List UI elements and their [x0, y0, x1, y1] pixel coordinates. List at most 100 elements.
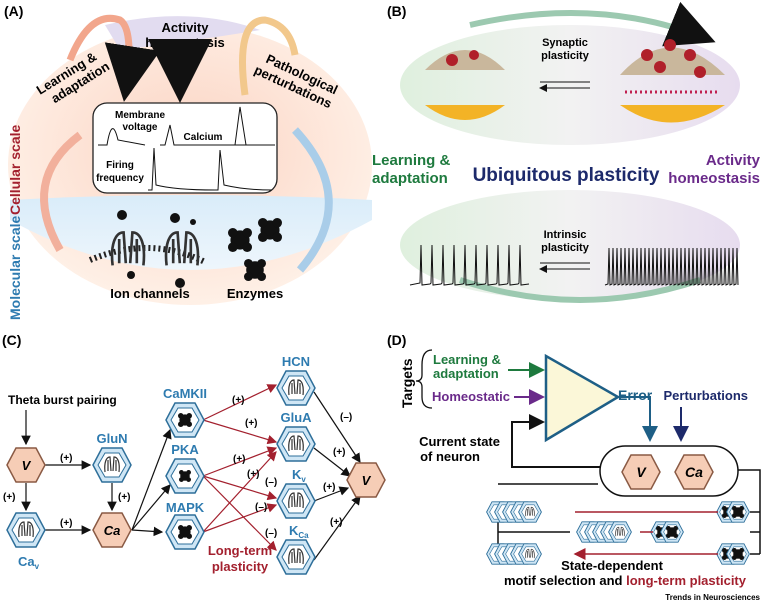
intrinsic-equilibrium-arrows	[540, 263, 590, 269]
svg-text:(–): (–)	[255, 502, 267, 513]
theta-burst-label: Theta burst pairing	[8, 393, 117, 407]
synapse-large	[620, 39, 725, 123]
node-ca: Ca	[92, 512, 132, 548]
error-label: Error	[618, 387, 653, 403]
node-glun: GluN	[92, 431, 132, 483]
panel-label-a: (A)	[4, 3, 23, 19]
activity-box	[92, 102, 278, 194]
homeostasis-cloud	[105, 16, 260, 50]
caption-line2: motif selection and long-term plasticity	[504, 573, 747, 588]
node-kca: KCa	[276, 523, 316, 575]
svg-text:V: V	[362, 473, 372, 488]
kv-label: Kv	[292, 467, 306, 484]
svg-text:(+): (+)	[3, 492, 16, 503]
svg-text:(+): (+)	[247, 469, 260, 480]
black-edges	[21, 391, 361, 561]
error-arrow	[618, 396, 658, 442]
svg-text:GluA: GluA	[280, 410, 312, 425]
svg-text:(+): (+)	[233, 454, 246, 465]
bottom-cycle-arrow	[459, 277, 701, 303]
pathological-arrow	[239, 16, 299, 96]
targets-brace	[415, 349, 433, 409]
svg-text:(+): (+)	[60, 453, 73, 464]
svg-text:(–): (–)	[265, 528, 277, 539]
panel-label-c: (C)	[2, 332, 21, 348]
channel-motif	[608, 521, 632, 543]
ion-channels-illustration	[88, 210, 207, 288]
synaptic-equilibrium-arrows	[540, 82, 590, 88]
cav-label: Cav	[18, 554, 40, 571]
intrinsic-background	[400, 190, 740, 300]
enzyme-icon	[732, 506, 744, 518]
panel-c: (C) Theta burst pairing (+)	[2, 332, 386, 575]
node-camkii: CaMKII	[163, 386, 207, 438]
kca-label: KCa	[289, 523, 309, 540]
neuron-state-capsule	[599, 445, 739, 497]
slow-spike-train	[409, 244, 530, 286]
svg-text:HCN: HCN	[282, 354, 310, 369]
svg-text:(–): (–)	[265, 477, 277, 488]
svg-text:V: V	[22, 458, 32, 473]
homeostatic-target-label: Homeostatic	[432, 389, 510, 404]
learning-target-label: Learning &adaptation	[433, 352, 501, 381]
ion-channels-label: Ion channels	[110, 286, 189, 301]
node-pka: PKA	[165, 442, 205, 494]
enzymes-label: Enzymes	[227, 286, 283, 301]
calcium-label: Calcium	[184, 132, 223, 143]
red-edges	[202, 384, 278, 551]
svg-text:(–): (–)	[340, 412, 352, 423]
svg-text:(+): (+)	[60, 518, 73, 529]
svg-text:(+): (+)	[232, 395, 245, 406]
node-mapk: MAPK	[165, 500, 205, 550]
svg-text:Ca: Ca	[104, 523, 121, 538]
journal-credit: Trends in Neurosciences	[665, 593, 760, 602]
cellular-scale-label: Cellular scale	[7, 125, 23, 215]
panel-label-b: (B)	[387, 3, 406, 19]
node-glua: GluA	[276, 410, 316, 462]
svg-text:(+): (+)	[323, 482, 336, 493]
enzyme-icon	[666, 526, 678, 538]
svg-text:PKA: PKA	[171, 442, 199, 457]
ubiquitous-plasticity-title: Ubiquitous plasticity	[473, 165, 660, 186]
svg-text:(+): (+)	[333, 447, 346, 458]
state-ca: Ca	[685, 464, 703, 480]
caption-line1: State-dependent	[561, 558, 664, 573]
channel-motif	[518, 501, 542, 523]
state-v: V	[636, 464, 647, 480]
channel-motif	[518, 543, 542, 565]
molecular-scale-label: Molecular scale	[7, 216, 23, 320]
node-kv: Kv	[276, 467, 316, 519]
motif-rows	[486, 501, 750, 565]
learning-arrow	[66, 15, 161, 102]
state-output-lines	[738, 469, 761, 555]
svg-text:(+): (+)	[118, 492, 131, 503]
motif-plasticity-arrows	[575, 511, 718, 554]
learning-label-b: Learning &adaptation	[372, 152, 451, 187]
svg-text:MAPK: MAPK	[166, 500, 205, 515]
downward-arrow	[292, 127, 333, 273]
node-v: V	[6, 447, 46, 483]
targets-label: Targets	[399, 358, 415, 408]
perturbations-label: Perturbations	[663, 388, 748, 403]
svg-text:(+): (+)	[245, 418, 258, 429]
top-cycle-arrow	[469, 1, 716, 47]
activity-traces	[98, 106, 275, 191]
panel-label-d: (D)	[387, 332, 406, 348]
svg-text:GluN: GluN	[96, 431, 127, 446]
upward-arrow	[40, 131, 83, 252]
synapse-small	[425, 50, 505, 120]
node-v-output: V	[346, 462, 386, 498]
node-hcn: HCN	[276, 354, 316, 406]
feedback-arrow	[511, 414, 600, 468]
node-cav: Cav	[6, 512, 46, 571]
